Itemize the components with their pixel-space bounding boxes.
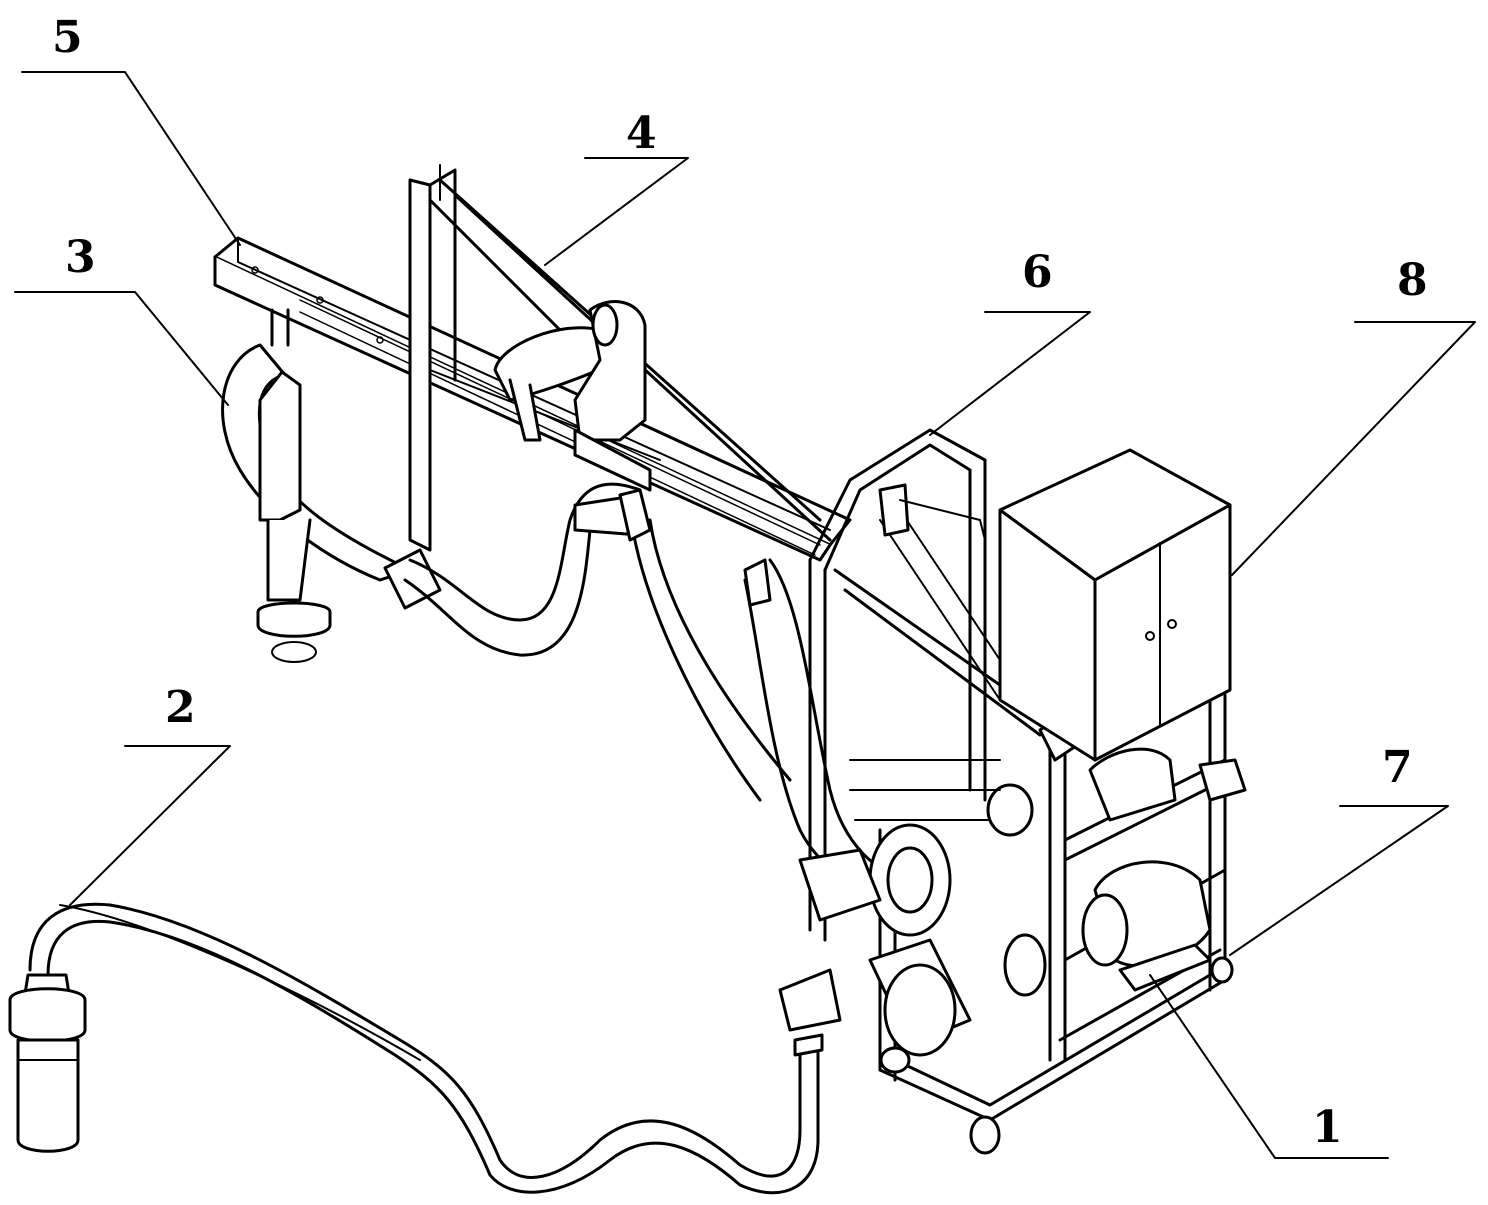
label-5: 5 xyxy=(52,12,83,63)
leader-lines xyxy=(14,71,1476,1159)
part-labels: 5 3 4 6 8 2 7 1 xyxy=(52,12,1428,1153)
arm-hose xyxy=(403,482,792,802)
label-4: 4 xyxy=(626,108,657,159)
label-8: 8 xyxy=(1397,255,1428,306)
label-2: 2 xyxy=(165,682,196,733)
ground-hose xyxy=(28,902,824,1195)
label-7: 7 xyxy=(1382,742,1413,793)
swivel-joint xyxy=(493,300,652,492)
hose-nozzle xyxy=(8,973,87,1153)
label-6: 6 xyxy=(1022,247,1053,298)
left-arm-assembly xyxy=(221,308,442,663)
label-1: 1 xyxy=(1312,1102,1343,1153)
pump-motor-assembly xyxy=(778,747,1247,1074)
electrical-cabinet xyxy=(998,448,1232,762)
label-3: 3 xyxy=(65,232,96,283)
